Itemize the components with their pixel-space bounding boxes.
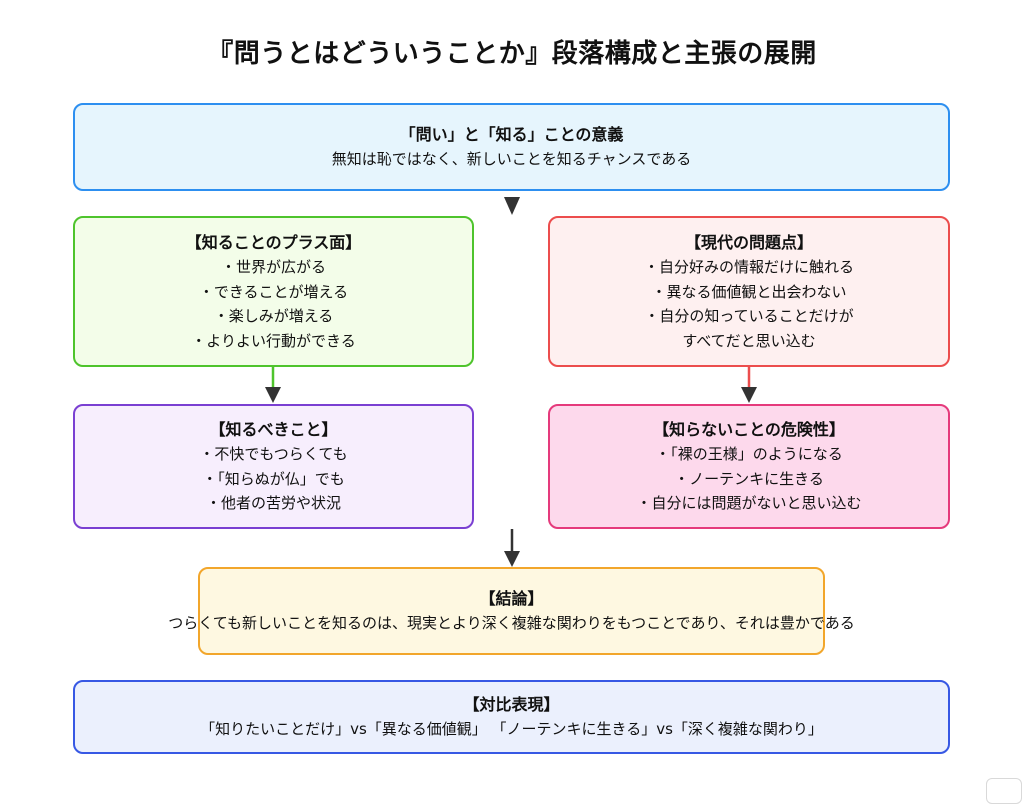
significance-heading: 「問い」と「知る」ことの意義	[399, 125, 624, 145]
plus-side-box: 【知ることのプラス面】 ・世界が広がる ・できることが増える ・楽しみが増える …	[73, 216, 474, 367]
list-item: ・世界が広がる	[220, 258, 326, 276]
list-item: ・自分には問題がないと思い込む	[636, 494, 862, 513]
list-item: ・「知らぬが仏」でも	[202, 469, 345, 488]
contrast-expression-box: 【対比表現】 「知りたいことだけ」vs「異なる価値観」 「ノーテンキに生きる」v…	[73, 680, 950, 754]
list-item: ・楽しみが増える	[213, 307, 334, 325]
arrow-top-center	[504, 197, 520, 215]
conclusion-box: 【結論】 つらくても新しいことを知るのは、現実とより深く複雑な関わりをもつことで…	[168, 567, 855, 655]
list-item: ・他者の苦労や状況	[205, 494, 341, 513]
modern-problem-list: ・自分好みの情報だけに触れる ・異なる価値観と出会わない ・自分の知っていること…	[644, 255, 854, 353]
corner-button[interactable]	[986, 778, 1022, 804]
list-item: ・できることが増える	[198, 282, 349, 301]
list-item: ・「裸の王様」のようになる	[655, 445, 843, 464]
plus-side-heading: 【知ることのプラス面】	[185, 233, 362, 252]
list-item: ・自分好みの情報だけに触れる	[643, 258, 854, 276]
contrast-text: 「知りたいことだけ」vs「異なる価値観」 「ノーテンキに生きる」vs「深く複雑な…	[200, 720, 823, 739]
list-item: ・自分の知っていることだけが	[644, 307, 854, 325]
significance-box: 「問い」と「知る」ことの意義 無知は恥ではなく、新しいことを知るチャンスである	[73, 103, 950, 191]
list-item: ・ノーテンキに生きる	[674, 469, 824, 488]
significance-text: 無知は恥ではなく、新しいことを知るチャンスである	[331, 150, 692, 169]
danger-of-not-knowing-box: 【知らないことの危険性】 ・「裸の王様」のようになる ・ノーテンキに生きる ・自…	[548, 404, 950, 529]
danger-heading: 【知らないことの危険性】	[653, 420, 845, 440]
list-item: ・よりよい行動ができる	[191, 331, 356, 350]
modern-problem-box: 【現代の問題点】 ・自分好みの情報だけに触れる ・異なる価値観と出会わない ・自…	[548, 216, 950, 367]
diagram-title: 『問うとはどういうことか』段落構成と主張の展開	[207, 39, 817, 69]
plus-side-list: ・世界が広がる ・できることが増える ・楽しみが増える ・よりよい行動ができる	[191, 255, 355, 353]
should-know-heading: 【知るべきこと】	[209, 420, 338, 440]
should-know-box: 【知るべきこと】 ・不快でもつらくても ・「知らぬが仏」でも ・他者の苦労や状況	[73, 404, 474, 529]
conclusion-text: つらくても新しいことを知るのは、現実とより深く複雑な関わりをもつことであり、それ…	[168, 614, 855, 633]
arrow-to-conclusion	[504, 529, 520, 567]
arrow-problem-to-danger	[741, 367, 757, 403]
should-know-list: ・不快でもつらくても ・「知らぬが仏」でも ・他者の苦労や状況	[199, 442, 347, 516]
list-item: すべてだと思い込む	[682, 331, 816, 350]
conclusion-heading: 【結論】	[479, 589, 544, 609]
modern-problem-heading: 【現代の問題点】	[684, 233, 813, 252]
list-item: ・不快でもつらくても	[199, 445, 348, 464]
danger-list: ・「裸の王様」のようになる ・ノーテンキに生きる ・自分には問題がないと思い込む	[636, 442, 861, 516]
contrast-heading: 【対比表現】	[463, 695, 560, 715]
list-item: ・異なる価値観と出会わない	[651, 282, 847, 301]
arrow-plus-to-should	[265, 367, 281, 403]
